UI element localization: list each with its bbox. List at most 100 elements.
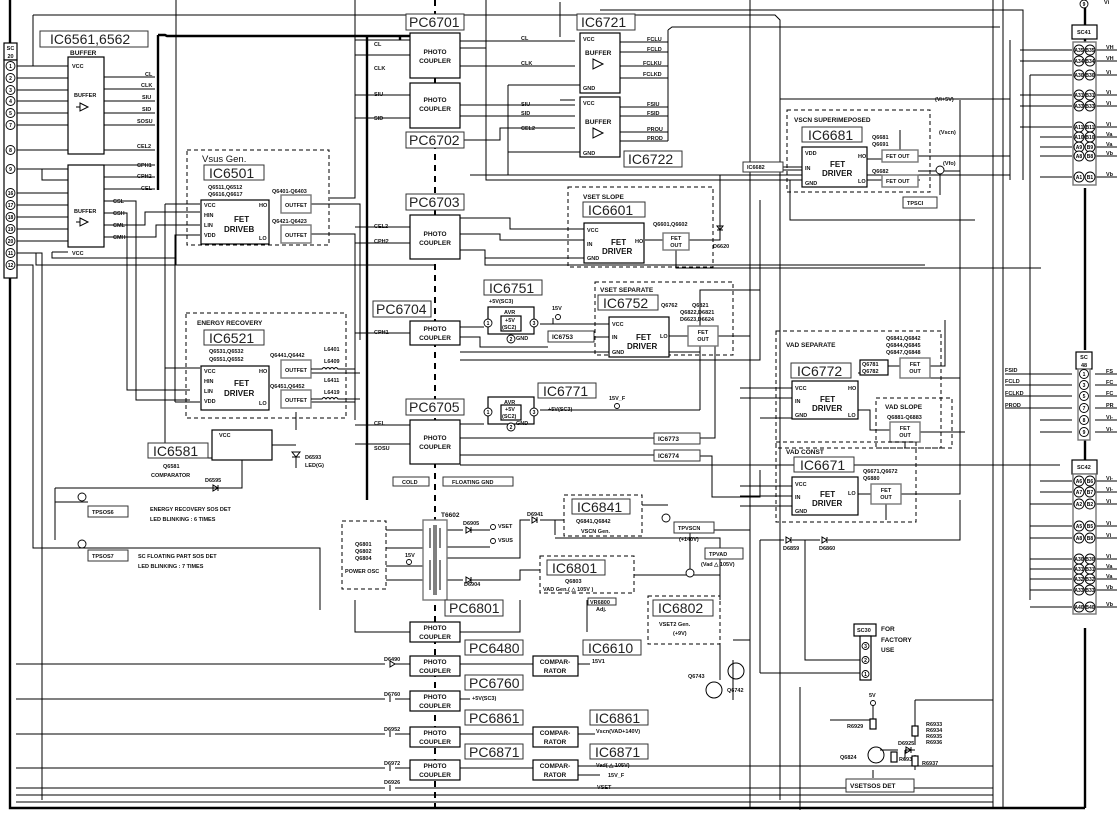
component-box	[203, 329, 265, 346]
label-text: VSET SEPARATE	[600, 287, 654, 294]
pin-number: A1	[1076, 175, 1083, 181]
energy-recovery-block: ENERGY RECOVERY IC6521 Q6531,Q6532 Q6551…	[185, 312, 360, 419]
label-text: IC6681	[808, 127, 853, 143]
label-text: SC	[7, 46, 15, 52]
signal-label: Vi	[1106, 70, 1112, 76]
component-box	[902, 196, 938, 209]
connector-pin	[1073, 486, 1085, 498]
label-text: VDD	[204, 233, 216, 239]
wire	[355, 39, 575, 141]
transformer-icon	[429, 525, 441, 595]
label-text: Q6841,Q6842	[576, 519, 611, 525]
connector-pin	[1084, 44, 1096, 56]
component-box	[405, 398, 465, 416]
label-text: SID	[521, 111, 530, 117]
label-text: Q6743	[688, 674, 705, 680]
wire	[1005, 373, 1117, 433]
pin-number: B32	[1085, 577, 1094, 583]
label-text: R6939	[899, 757, 915, 763]
label-text: 15V_F	[608, 773, 625, 779]
connector-pin	[5, 236, 16, 246]
pin-number: A30	[1074, 557, 1083, 563]
component-box	[583, 222, 645, 264]
connector-pin	[1079, 369, 1089, 379]
component-box	[341, 520, 387, 590]
component-box	[889, 421, 921, 443]
label-text: SID	[142, 107, 151, 113]
label-text: VCC	[795, 386, 807, 392]
signal-label: Vi	[1106, 499, 1112, 505]
pin-number: 8	[9, 148, 12, 154]
label-text: CMH	[113, 235, 126, 241]
label-text: CLK	[374, 66, 385, 72]
coil-icon	[311, 367, 360, 400]
terminal	[406, 559, 412, 565]
label-text: IC6774	[658, 453, 679, 460]
wire	[156, 33, 432, 500]
label-text: IC6802	[658, 600, 703, 616]
pin-number: 5	[9, 111, 12, 117]
pin-number: B30	[1085, 557, 1094, 563]
terminal	[77, 539, 87, 549]
label-text: IC6871	[595, 744, 640, 760]
label-text: LIN	[204, 223, 213, 229]
wire	[355, 289, 1060, 498]
label-text: VDD	[204, 399, 216, 405]
label-text: (Vscn)	[939, 130, 956, 136]
vscn-superimposed-block: VSCN SUPERIMEPOSED IC6681 VDD IN GND HO …	[742, 97, 956, 209]
component-box	[532, 759, 579, 781]
label-text: Q6616,Q6617	[208, 192, 243, 198]
pin-number: B9	[1087, 145, 1094, 151]
label-text: VSET	[498, 524, 513, 530]
component-box	[859, 359, 889, 376]
component-box	[409, 82, 461, 129]
buffer-icon	[76, 102, 90, 112]
label-text: L6409	[324, 359, 340, 365]
wire	[16, 663, 993, 803]
component-box	[623, 150, 683, 168]
connector-pin	[5, 248, 16, 258]
label-text: PHOTO	[424, 435, 447, 442]
label-text: PC6871	[469, 744, 520, 760]
component-box	[87, 505, 129, 518]
terminal	[861, 656, 870, 664]
label-text: VCC	[204, 369, 216, 375]
signal-label: Vi	[1106, 554, 1112, 560]
pin-number: B31	[1085, 93, 1094, 99]
label-text: LED(G)	[305, 463, 324, 469]
component-box	[186, 149, 330, 246]
label-text: D6925	[898, 741, 914, 747]
diode-icon	[716, 225, 724, 231]
label-text: 1	[864, 672, 867, 678]
label-text: HO	[259, 203, 268, 209]
component-box	[200, 365, 270, 411]
label-text: FSID	[647, 111, 660, 117]
wire	[32, 0, 1004, 808]
label-text: CPH2	[137, 174, 152, 180]
signal-label: VH	[1106, 45, 1114, 51]
connector-pin	[5, 120, 16, 130]
label-text: COUPLER	[419, 703, 451, 710]
terminal	[685, 568, 695, 578]
label-text: IN	[612, 335, 618, 341]
label-text: VSET2 Gen.	[659, 622, 691, 628]
label-text: IC6501	[209, 165, 254, 181]
label-text: FSID	[1005, 368, 1018, 374]
signal-label: PR	[1106, 403, 1114, 409]
vsus-gen-block: Vsus Gen. IC6501 Q6511,Q6512 Q6616,Q6617…	[186, 149, 330, 246]
label-text: CLK	[521, 61, 532, 67]
label-text: SID	[374, 116, 383, 122]
pin-number: 4	[9, 99, 12, 105]
label-text: IC6671	[800, 457, 845, 473]
component-box	[372, 300, 432, 318]
label-text: IC6753	[552, 334, 573, 341]
connector-pin	[1073, 44, 1085, 56]
connector-pin	[1073, 100, 1085, 112]
label-text: Q6691	[872, 142, 889, 148]
connector-pin	[5, 260, 16, 270]
component-box	[409, 759, 461, 781]
